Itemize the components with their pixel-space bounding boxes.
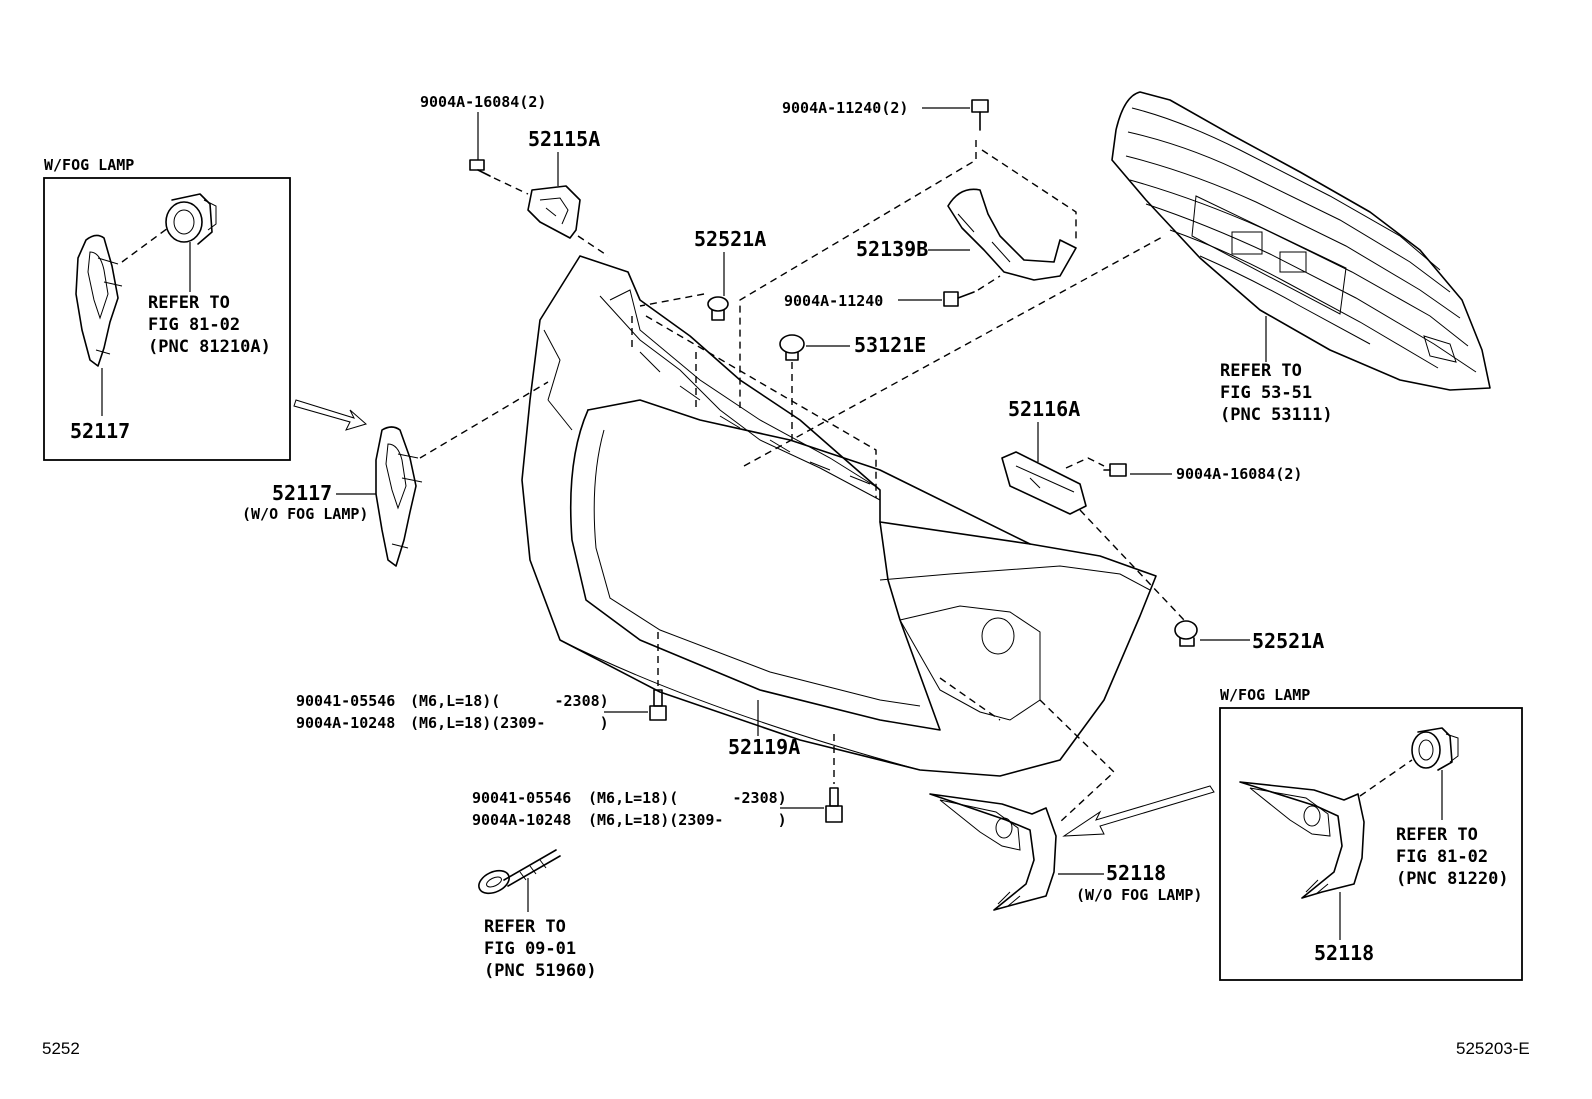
bolt-table1-icon [649, 689, 667, 721]
ref-grille-line1: REFER TO [1220, 361, 1302, 381]
ref-fog-left-line2: FIG 81-02 [148, 315, 240, 335]
ref-fog-left-line3: (PNC 81210A) [148, 337, 271, 357]
grille-icon [1111, 91, 1491, 391]
clip-52521a-top-icon [707, 296, 729, 321]
ref-fog-right-line1: REFER TO [1396, 825, 1478, 845]
label-bolt-52139b-top: 9004A-11240(2) [782, 99, 908, 117]
ref-tow-line3: (PNC 51960) [484, 961, 597, 981]
label-52116a: 52116A [1008, 397, 1080, 421]
ref-grille-line2: FIG 53-51 [1220, 383, 1312, 403]
ref-fog-right-line3: (PNC 81220) [1396, 869, 1509, 889]
fog-cover-52118-box-icon [1239, 781, 1365, 899]
bolt-table2-icon [825, 787, 843, 823]
clip-52521a-right-icon [1174, 620, 1198, 647]
ref-tow-line2: FIG 09-01 [484, 939, 576, 959]
fog-cover-52117-left-icon [75, 234, 123, 367]
arrow-right-box-icon [1062, 785, 1215, 837]
ref-fog-right-line2: FIG 81-02 [1396, 847, 1488, 867]
fog-lamp-box-left-title: W/FOG LAMP [44, 156, 134, 174]
label-52521a-right: 52521A [1252, 629, 1324, 653]
label-bolt-52116a: 9004A-16084(2) [1176, 465, 1302, 483]
bolt-table1-row2-part: 9004A-10248 [296, 714, 395, 732]
bolt-table1-row1-spec: (M6,L=18)( -2308) [410, 692, 609, 710]
footer-right-code: 525203-E [1456, 1039, 1530, 1058]
bolt-table2-row1-part: 90041-05546 [472, 789, 571, 807]
label-52139b: 52139B [856, 237, 928, 261]
label-bolt-52115a: 9004A-16084(2) [420, 93, 546, 111]
bolt-table1-row1-part: 90041-05546 [296, 692, 395, 710]
bracket-52116a-icon [1001, 451, 1087, 515]
label-bolt-52139b: 9004A-11240 [784, 292, 883, 310]
fog-lamp-right-icon [1411, 727, 1459, 771]
bolt-52139b-icon [943, 291, 975, 307]
tow-hook-icon [478, 849, 561, 895]
label-52118-main: 52118 [1106, 861, 1166, 885]
ref-grille-line3: (PNC 53111) [1220, 405, 1333, 425]
ref-fog-left-line1: REFER TO [148, 293, 230, 313]
bolt-table2-row2-spec: (M6,L=18)(2309- ) [588, 811, 787, 829]
bolt-52115a-icon [469, 159, 491, 177]
clip-53121e-icon [779, 334, 805, 361]
bracket-52139b-icon [947, 188, 1077, 281]
label-52118-note: (W/O FOG LAMP) [1076, 886, 1202, 904]
arrow-left-box-icon [293, 399, 368, 431]
bumper-52119a-icon [521, 255, 1157, 777]
cover-52118-main-icon [929, 793, 1057, 911]
ref-tow-line1: REFER TO [484, 917, 566, 937]
label-52521a-top: 52521A [694, 227, 766, 251]
bolt-table1-row2-spec: (M6,L=18)(2309- ) [410, 714, 609, 732]
label-52117-box: 52117 [70, 419, 130, 443]
fog-lamp-box-right: W/FOG LAMP REFER TO FIG 81-02 (PNC 81220… [1219, 686, 1523, 981]
fog-lamp-box-right-title: W/FOG LAMP [1220, 686, 1310, 704]
label-52117-main: 52117 [272, 481, 332, 505]
footer-left-code: 5252 [42, 1039, 80, 1058]
label-52118-box: 52118 [1314, 941, 1374, 965]
fog-lamp-left-icon [165, 193, 217, 245]
bracket-52115a-icon [527, 185, 581, 239]
label-53121e: 53121E [854, 333, 926, 357]
label-52117-note: (W/O FOG LAMP) [242, 505, 368, 523]
bolt-table2-row1-spec: (M6,L=18)( -2308) [588, 789, 787, 807]
label-52119a: 52119A [728, 735, 800, 759]
bolt-52116a-icon [1103, 463, 1127, 477]
fog-lamp-box-left: W/FOG LAMP REFER TO FIG 81-02 (PNC 81210… [43, 156, 291, 461]
bolt-52139b-top-icon [971, 99, 989, 131]
cover-52117-main-icon [375, 426, 423, 567]
bolt-table2-row2-part: 9004A-10248 [472, 811, 571, 829]
label-52115a: 52115A [528, 127, 600, 151]
